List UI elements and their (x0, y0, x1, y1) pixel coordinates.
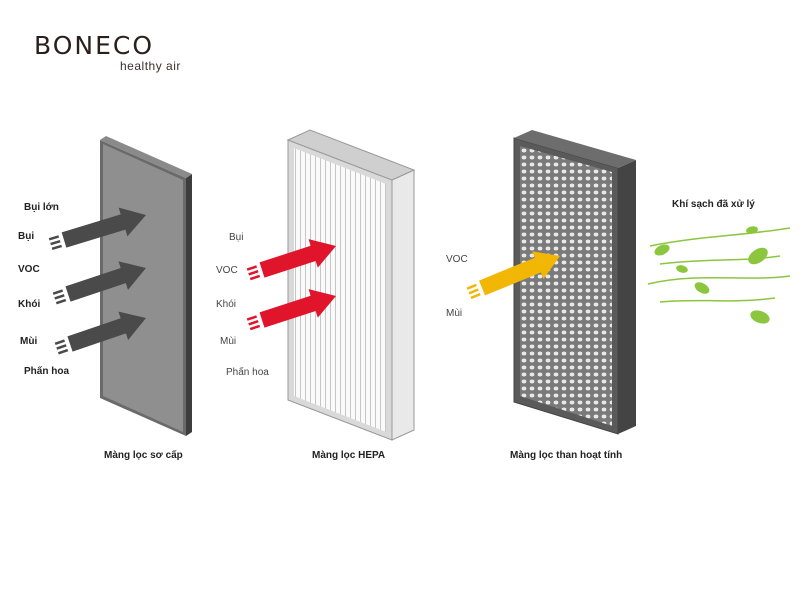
hepa-arrow-stripe (248, 320, 259, 326)
pre-filter-arrow (48, 207, 146, 251)
hepa-arrow-stripe (249, 274, 261, 281)
pre-filter-input-label: Bụi (18, 231, 35, 242)
hepa-arrow (246, 289, 336, 331)
carbon-input-label: Mùi (446, 308, 463, 319)
carbon-arrow-stripe (470, 292, 481, 300)
wind-line (659, 255, 781, 265)
carbon-arrow (466, 251, 560, 300)
brand-logo: BONECO (34, 31, 155, 60)
pre-filter-arrow-body (61, 207, 146, 248)
clean-air-label: Khí sạch đã xử lý (672, 199, 755, 210)
wind-line (649, 227, 791, 247)
carbon-input-label: VOC (446, 254, 468, 265)
hepa-arrow-body (259, 289, 336, 328)
pre-filter-arrow-stripe (50, 239, 61, 246)
clean-air-graphic (647, 226, 791, 324)
hepa-arrow-body (259, 239, 336, 278)
leaf-icon (654, 244, 670, 256)
pre-filter-arrow-stripe (54, 339, 66, 345)
pre-filter-arrow-stripe (51, 244, 62, 251)
hepa-input-label: Phấn hoa (226, 367, 269, 378)
pre-filter-arrow (52, 261, 146, 305)
arrow-layer (48, 207, 560, 355)
leaf-icon (748, 247, 768, 265)
pre-filter-arrow-stripe (48, 235, 60, 241)
pre-filter-caption: Màng lọc sơ cấp (104, 450, 183, 461)
wind-line (647, 275, 791, 285)
carbon-caption: Màng lọc than hoạt tính (510, 450, 623, 461)
hepa-arrow-stripe (249, 324, 261, 331)
hepa-input-label: Mùi (220, 336, 237, 347)
pre-filter-input-label: Khói (18, 299, 41, 310)
pre-filter-arrow (54, 311, 146, 355)
pre-filter-arrow-stripe (52, 289, 64, 295)
carbon-arrow-body (478, 251, 560, 296)
hepa-arrow-stripe (248, 270, 259, 276)
leaf-icon (750, 310, 770, 324)
pre-filter-arrow-body (65, 261, 146, 302)
hepa-input-label: VOC (216, 265, 238, 276)
hepa-input-label: Bụi (229, 232, 244, 243)
wind-line (659, 297, 776, 303)
leaf-icon (694, 282, 710, 294)
pre-filter-arrow-body (67, 311, 146, 352)
brand-tagline: healthy air (120, 59, 181, 73)
pre-filter-input-label: Phấn hoa (24, 366, 70, 377)
leaf-icon (676, 265, 688, 273)
pre-filter-arrow-stripe (54, 294, 65, 300)
hepa-filter-panel (286, 129, 416, 441)
hepa-input-label: Khói (216, 299, 237, 310)
hepa-arrow-stripe (246, 265, 258, 271)
hepa-arrow-stripe (246, 315, 258, 321)
leaf-icon (746, 226, 758, 234)
hepa-arrow (246, 239, 336, 281)
pre-filter-arrow-stripe (57, 348, 69, 355)
pre-filter-arrow-stripe (56, 344, 67, 350)
hepa-caption: Màng lọc HEPA (312, 450, 386, 461)
pre-filter-input-label: Mùi (20, 336, 38, 347)
brand: BONECO healthy air (34, 31, 180, 74)
pre-filter-input-label: Bụi lớn (24, 202, 59, 213)
carbon-arrow-stripe (466, 283, 477, 290)
pre-filter-input-label: VOC (18, 264, 40, 275)
carbon-arrow-stripe (468, 288, 479, 295)
carbon-filter-panel (513, 130, 636, 435)
pre-filter-arrow-stripe (55, 298, 67, 305)
